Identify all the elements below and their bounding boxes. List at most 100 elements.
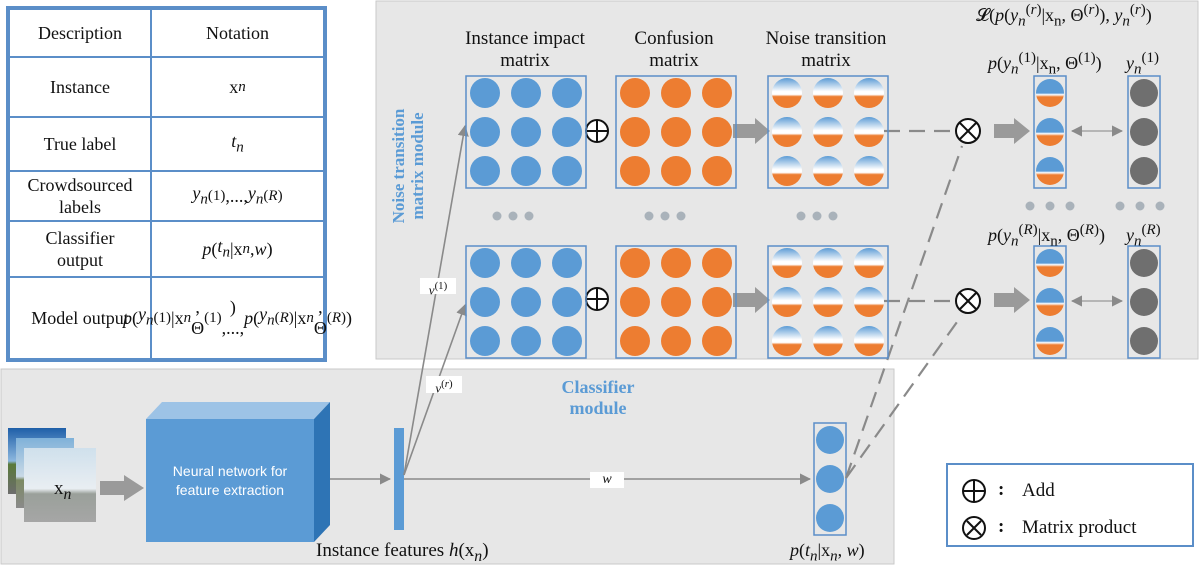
- instance-impact-matrix-bottom-cell: [511, 326, 541, 356]
- nn-cube: [146, 402, 330, 542]
- classifier-output-vector: [813, 422, 847, 536]
- noise-transition-matrix-top-cell: [772, 78, 802, 108]
- row-description: Classifier output: [8, 220, 152, 278]
- instance-impact-matrix-top-cell: [552, 117, 582, 147]
- input-instance-label: xn: [54, 478, 72, 503]
- noise-transition-matrix-top-cell: [772, 156, 802, 186]
- confusion-matrix-bottom-cell: [702, 287, 732, 317]
- confusion-matrix-top-cell: [620, 78, 650, 108]
- row-description: Crowdsourced labels: [8, 170, 152, 222]
- crowd-label-vector-bottom-cell: [1130, 288, 1158, 316]
- noise-transition-matrix-top-cell: [813, 156, 843, 186]
- noise-transition-matrix-top-cell: [813, 117, 843, 147]
- confusion-matrix-top-cell: [620, 156, 650, 186]
- crowd-label-vector-top-cell: [1130, 118, 1158, 146]
- noise-transition-matrix-top-cell: [854, 117, 884, 147]
- model-output-vector-bottom: [1033, 245, 1067, 359]
- confusion-matrix-bottom-cell: [661, 248, 691, 278]
- legend-symbols: [962, 479, 986, 540]
- crowd-label-vector-top: [1127, 75, 1161, 189]
- classifier-output-cell: [816, 426, 844, 454]
- noise-transition-matrix-bottom: [767, 245, 889, 359]
- instance-impact-matrix-bottom-cell: [552, 248, 582, 278]
- crowd-label-vector-bottom-cell: [1130, 249, 1158, 277]
- confusion-matrix-bottom-cell: [702, 326, 732, 356]
- row-notation: tn: [150, 116, 325, 172]
- instance-impact-matrix-top-cell: [470, 117, 500, 147]
- crowd-label-1: yn(1): [1126, 50, 1159, 78]
- instance-impact-matrix-bottom-cell: [470, 326, 500, 356]
- noise-transition-matrix-bottom-cell: [854, 326, 884, 356]
- noise-transition-title: Noise transition matrix: [765, 28, 887, 71]
- row-notation: yn(1),..., yn(R): [150, 170, 325, 222]
- legend-separator: :: [998, 479, 1005, 500]
- feature-vector: [394, 428, 404, 530]
- crowd-label-vector-top-cell: [1130, 157, 1158, 185]
- row-description: Instance: [8, 56, 152, 118]
- instance-impact-matrix-bottom: [465, 245, 587, 359]
- noise-transition-matrix-top-cell: [813, 78, 843, 108]
- crowd-label-vector-bottom: [1127, 245, 1161, 359]
- legend-add-label: Add: [1022, 480, 1055, 501]
- instance-impact-matrix-top-cell: [552, 156, 582, 186]
- confusion-matrix-bottom-cell: [661, 287, 691, 317]
- model-output-vector-bottom-cell: [1036, 288, 1064, 316]
- instance-impact-matrix-top-cell: [552, 78, 582, 108]
- noise-transition-matrix-top: [767, 75, 889, 189]
- instance-impact-matrix-top-cell: [511, 117, 541, 147]
- legend-product-label: Matrix product: [1022, 517, 1137, 538]
- model-output-vector-top-cell: [1036, 79, 1064, 107]
- noise-transition-matrix-bottom-cell: [813, 248, 843, 278]
- crowd-label-vector-bottom-cell: [1130, 327, 1158, 355]
- confusion-matrix-top-cell: [702, 156, 732, 186]
- instance-impact-matrix-top-cell: [511, 156, 541, 186]
- classifier-output-cell: [816, 465, 844, 493]
- model-output-vector-top-cell: [1036, 118, 1064, 146]
- noise-module-label: Noise transition matrix module: [389, 108, 427, 224]
- confusion-matrix-top: [615, 75, 737, 189]
- classifier-output-cell: [816, 504, 844, 532]
- model-output-vector-bottom-cell: [1036, 327, 1064, 355]
- classifier-output-label: p(tn|xn, w): [790, 540, 865, 565]
- confusion-matrix-bottom: [615, 245, 737, 359]
- confusion-matrix-top-cell: [661, 78, 691, 108]
- noise-transition-matrix-top-cell: [772, 117, 802, 147]
- noise-transition-matrix-bottom-cell: [854, 287, 884, 317]
- instance-impact-matrix-bottom-cell: [552, 287, 582, 317]
- crowd-label-R: yn(R): [1126, 222, 1161, 250]
- confusion-matrix-bottom-cell: [661, 326, 691, 356]
- noise-transition-matrix-bottom-cell: [813, 287, 843, 317]
- confusion-matrix-bottom-cell: [620, 287, 650, 317]
- legend-separator: :: [998, 516, 1005, 537]
- table-header-notation: Notation: [150, 8, 325, 58]
- model-output-label-1: p(yn(1)|xn, Θ(1)): [988, 50, 1102, 78]
- vr-label: v(r): [426, 376, 462, 395]
- instance-impact-matrix-bottom-cell: [552, 326, 582, 356]
- confusion-matrix-top-cell: [702, 78, 732, 108]
- confusion-matrix-top-cell: [620, 117, 650, 147]
- noise-transition-matrix-bottom-cell: [772, 287, 802, 317]
- input-images: [8, 428, 96, 522]
- noise-transition-matrix-bottom-cell: [854, 248, 884, 278]
- ellipsis-dots: [492, 201, 1165, 221]
- confusion-matrix-bottom-cell: [702, 248, 732, 278]
- instance-impact-matrix-top-cell: [511, 78, 541, 108]
- noise-transition-matrix-top-cell: [854, 78, 884, 108]
- confusion-matrix-bottom-cell: [620, 326, 650, 356]
- loss-label: 𝓛(p(yn(r)|xn, Θ(r)), yn(r)): [976, 2, 1152, 30]
- instance-impact-matrix-top: [465, 75, 587, 189]
- instance-features-label: Instance features h(xn): [316, 540, 489, 565]
- block-arrows: [100, 118, 1030, 501]
- instance-impact-matrix-bottom-cell: [470, 287, 500, 317]
- noise-transition-matrix-bottom-cell: [772, 326, 802, 356]
- noise-transition-matrix-bottom-cell: [772, 248, 802, 278]
- instance-impact-matrix-bottom-cell: [511, 287, 541, 317]
- classifier-module-label: Classifier module: [561, 377, 635, 418]
- confusion-matrix-top-cell: [661, 156, 691, 186]
- model-output-vector-top: [1033, 75, 1067, 189]
- noise-transition-matrix-bottom-cell: [813, 326, 843, 356]
